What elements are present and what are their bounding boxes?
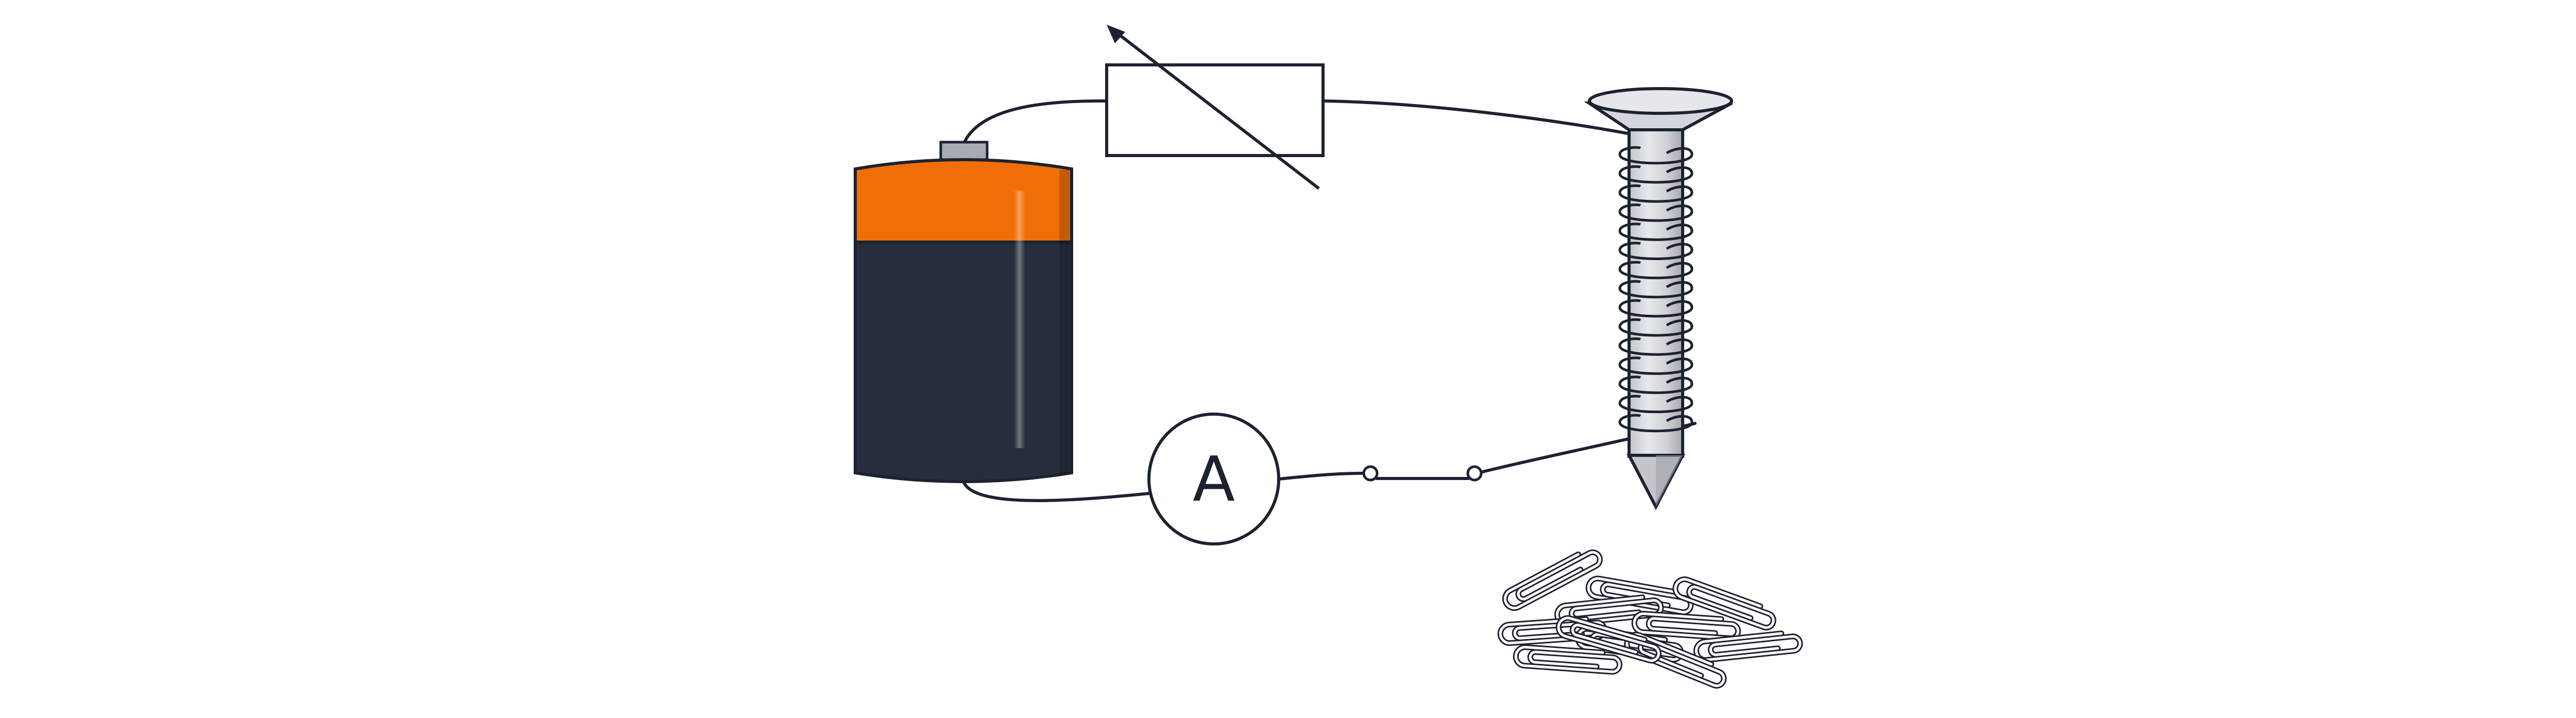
battery [854,141,1073,483]
wire-coil [1618,146,1693,433]
resistor-box [1105,63,1325,157]
coil-turn [1618,262,1693,280]
coil-turn [1618,166,1693,184]
wire-resistor-to-coil [1321,99,1637,136]
coil-turn-back [1618,395,1641,404]
iron-screw [1584,87,1733,510]
screw-shank [1628,120,1684,458]
battery-body [854,241,1073,483]
screw-tip-shadow [1656,455,1683,507]
coil-turn [1618,338,1693,356]
paper-clip [1672,576,1776,631]
resistor-arrow-head [1107,25,1125,43]
coil-turn [1618,300,1693,318]
paper-clip [1585,575,1694,616]
coil-turn [1618,319,1693,337]
coil-turn-back [1618,223,1641,232]
battery-shine [1014,191,1025,448]
coil-turn-back [1618,203,1641,213]
ammeter: A [1147,413,1280,545]
paper-clip [1502,549,1603,611]
paper-clip [1631,610,1741,641]
coil-turn-back [1618,414,1641,423]
coil-turn [1618,204,1693,222]
switch-terminal-left [1362,465,1379,482]
coil-turn [1618,243,1693,261]
coil-turn-back [1618,299,1641,308]
paper-clip [1513,644,1622,675]
wire-battery-to-resistor [962,99,1108,146]
paper-clip [1693,630,1803,663]
wire-battery-to-ammeter [962,480,1150,502]
coil-turn [1618,281,1693,299]
battery-top-band [854,158,1073,244]
coil-turn-back [1618,184,1641,194]
coil-turn-back [1618,318,1641,328]
ammeter-label: A [1193,444,1235,516]
coil-turn-back [1618,146,1641,155]
paper-clips [1497,549,1803,689]
paper-clip [1554,594,1664,627]
wire-ammeter-to-switch [1277,471,1372,481]
coil-turn [1618,415,1693,433]
coil-turn [1618,224,1693,241]
coil-turn-back [1618,337,1641,347]
coil-turn [1618,357,1693,375]
coil-turn-back [1618,356,1641,366]
screw-head-top [1588,87,1733,115]
coil-turn [1618,147,1693,165]
ammeter-circle [1147,413,1280,545]
resistor-arrow-line [1116,31,1320,190]
battery-terminal [939,141,989,161]
coil-turn [1618,185,1693,203]
coil-turn [1618,396,1693,414]
coil-turn-back [1618,375,1641,385]
coil-turn-back [1618,261,1641,270]
open-switch [1362,465,1483,482]
coil-turn-back [1618,280,1641,289]
coil-turn [1618,377,1693,395]
coil-turn-back [1618,165,1641,174]
switch-terminal-right [1466,465,1483,482]
coil-turn-back [1618,242,1641,251]
paper-clip [1555,615,1662,664]
variable-resistor [1105,25,1325,190]
battery-edge-shadow [1059,170,1070,474]
